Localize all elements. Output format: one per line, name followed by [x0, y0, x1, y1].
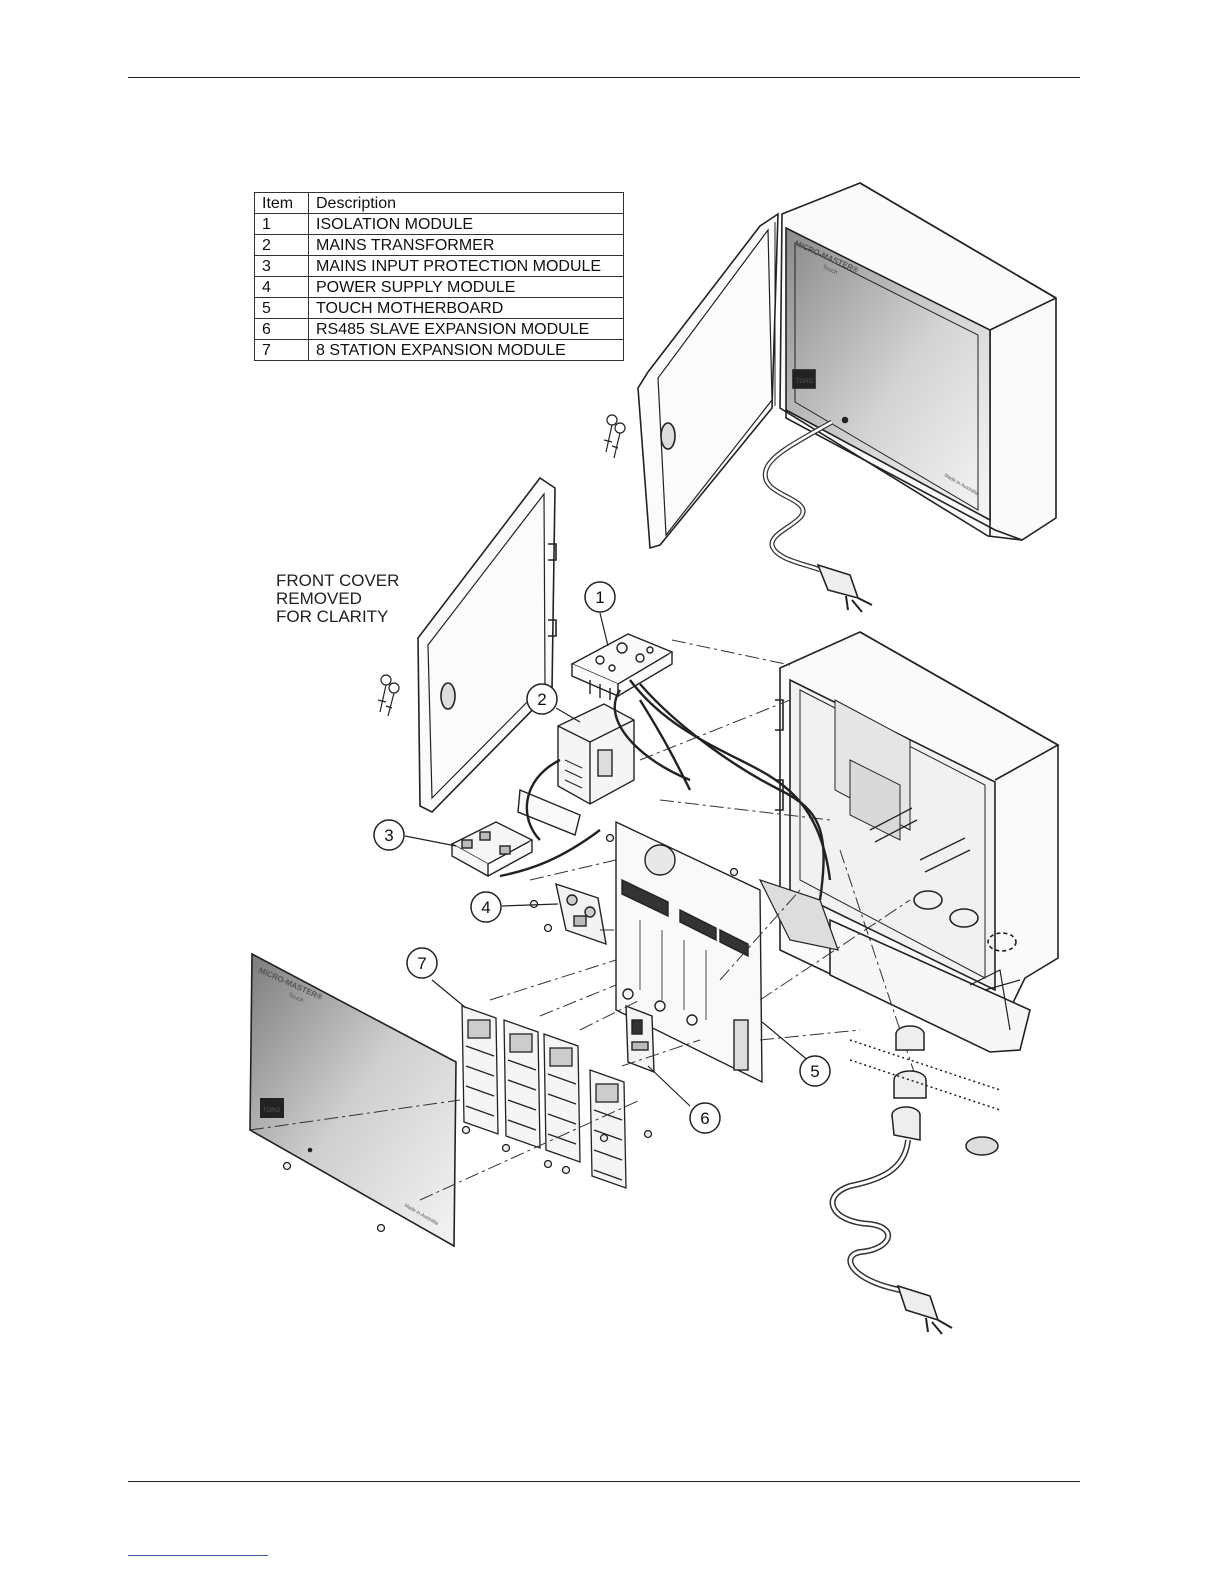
callout-7: 7: [406, 947, 438, 979]
front-cover-panel: [249, 952, 457, 1248]
callout-leaders: [404, 612, 811, 1107]
callout-number: 5: [810, 1062, 819, 1081]
keys-icon: [377, 674, 400, 717]
mains-input-protection-module: [450, 821, 534, 878]
brand-sub: Touch: [287, 992, 304, 1004]
row-description: 8 STATION EXPANSION MODULE: [308, 339, 624, 361]
expansion-module: [503, 1019, 541, 1149]
power-plug-icon: [816, 563, 873, 613]
wiring-harness: [499, 679, 832, 901]
footer-link-underline: [128, 1555, 268, 1556]
table-header-row: Item Description: [254, 192, 624, 214]
header-rule: [128, 77, 1080, 78]
callout-number: 7: [417, 954, 426, 973]
logo-text: TORO: [796, 379, 814, 385]
lock-icon: [660, 422, 676, 450]
brand-sub: Touch: [821, 264, 838, 276]
note-line: FRONT COVER: [276, 571, 400, 590]
expansion-module: [589, 1069, 627, 1189]
callout-3: 3: [373, 819, 405, 851]
toro-logo-icon: [792, 369, 816, 389]
expansion-module: [461, 1005, 499, 1135]
callout-5: 5: [799, 1055, 831, 1087]
cable-gland: [849, 1025, 1001, 1156]
isolation-module: [570, 633, 674, 700]
callout-2: 2: [526, 683, 558, 715]
open-enclosure: [758, 631, 1060, 1053]
note-line: FOR CLARITY: [276, 607, 389, 626]
footer-rule: [128, 1481, 1080, 1482]
note-line: REMOVED: [276, 589, 362, 608]
front-cover-note: FRONT COVER REMOVED FOR CLARITY: [276, 572, 399, 626]
removed-door: [377, 476, 557, 813]
toro-logo-icon: [260, 1098, 284, 1118]
station-expansion-modules: [461, 1005, 627, 1189]
assembled-controller: [603, 182, 1057, 613]
alignment-lines: [249, 639, 921, 1201]
callout-4: 4: [470, 891, 502, 923]
keys-icon: [603, 414, 626, 459]
callout-6: 6: [689, 1102, 721, 1134]
mains-transformer: [517, 703, 635, 836]
callout-number: 3: [384, 826, 393, 845]
callout-1: 1: [584, 581, 616, 613]
open-door: [637, 212, 779, 550]
logo-text: TORO: [263, 1108, 281, 1114]
callout-number: 4: [481, 898, 490, 917]
front-panel: [785, 226, 991, 522]
row-description: MAINS INPUT PROTECTION MODULE: [308, 255, 624, 277]
power-plug-icon: [896, 1284, 953, 1335]
callout-number: 1: [595, 588, 604, 607]
lock-icon: [440, 682, 456, 710]
expansion-module: [543, 1033, 581, 1163]
power-supply-module: [555, 882, 607, 946]
callout-number: 6: [700, 1109, 709, 1128]
power-cable: [829, 1139, 911, 1293]
rs485-slave-expansion-module: [625, 1004, 655, 1074]
callout-number: 2: [537, 690, 546, 709]
screw-icons: [282, 833, 739, 1233]
